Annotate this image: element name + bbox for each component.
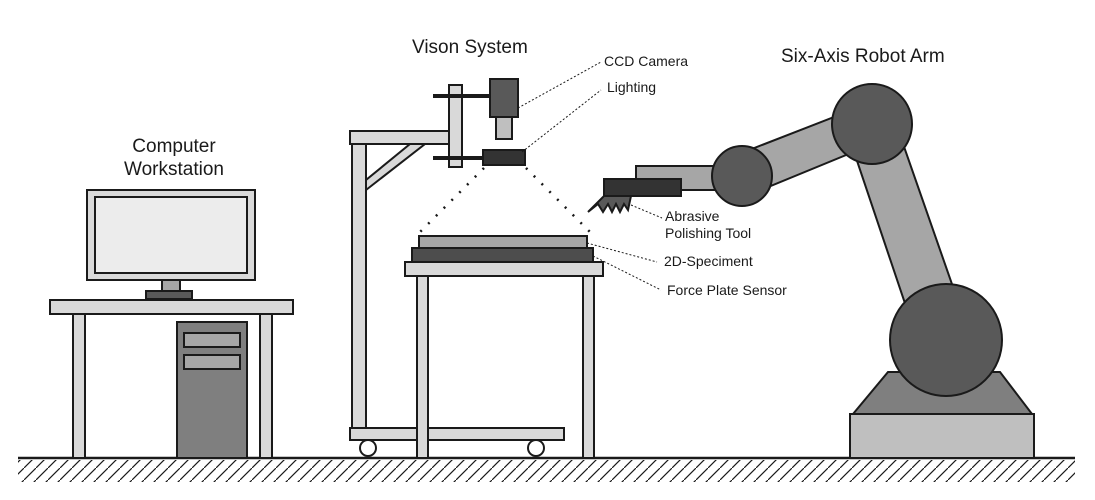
- ccd-camera-label: CCD Camera: [604, 53, 688, 69]
- computer-workstation: [49, 189, 294, 459]
- desk-top: [49, 299, 294, 315]
- drive-bay-2: [183, 354, 241, 370]
- robot-arm-label: Six-Axis Robot Arm: [781, 46, 945, 67]
- drive-bay-1: [183, 332, 241, 348]
- lighting-label: Lighting: [607, 79, 656, 95]
- force-plate: [411, 247, 594, 263]
- vision-system-label: Vison System: [412, 37, 528, 58]
- frame-brace: [365, 143, 428, 193]
- table-leg-left: [416, 275, 429, 459]
- monitor-screen: [94, 196, 248, 274]
- desk-leg-left: [72, 313, 86, 459]
- desk-leg-right: [259, 313, 273, 459]
- computer-label-line1: Computer: [132, 136, 216, 157]
- frame-post: [351, 143, 367, 441]
- frame-base: [349, 427, 565, 441]
- frame-mount: [448, 84, 463, 168]
- monitor-stand: [145, 290, 193, 300]
- ccd-camera: [489, 78, 519, 118]
- shoulder-joint: [831, 83, 913, 165]
- table-leg-right: [582, 275, 595, 459]
- specimen-table: [404, 235, 604, 459]
- base-joint: [889, 283, 1003, 397]
- abrasive-polishing-tool: [587, 195, 633, 215]
- robot-arm: [587, 83, 1035, 459]
- camera-lens: [495, 116, 513, 140]
- ground: [18, 456, 1075, 482]
- abrasive-label-line2: Polishing Tool: [665, 225, 751, 241]
- wheel-right: [527, 439, 545, 457]
- vision-frame: [349, 78, 591, 457]
- leader-lines: [517, 61, 663, 291]
- elbow-joint: [711, 145, 773, 207]
- robot-base: [849, 413, 1035, 459]
- specimen-label: 2D-Speciment: [664, 253, 753, 269]
- table-top: [404, 261, 604, 277]
- frame-arm: [349, 130, 461, 145]
- abrasive-label-line1: Abrasive: [665, 208, 720, 224]
- computer-label-line2: Workstation: [124, 159, 224, 180]
- labels: Computer Workstation Vison System Six-Ax…: [124, 37, 945, 298]
- specimen-plate: [418, 235, 588, 249]
- ring-light: [482, 149, 526, 166]
- tool-holder: [603, 178, 682, 197]
- wheel-left: [359, 439, 377, 457]
- force-plate-label: Force Plate Sensor: [667, 282, 787, 298]
